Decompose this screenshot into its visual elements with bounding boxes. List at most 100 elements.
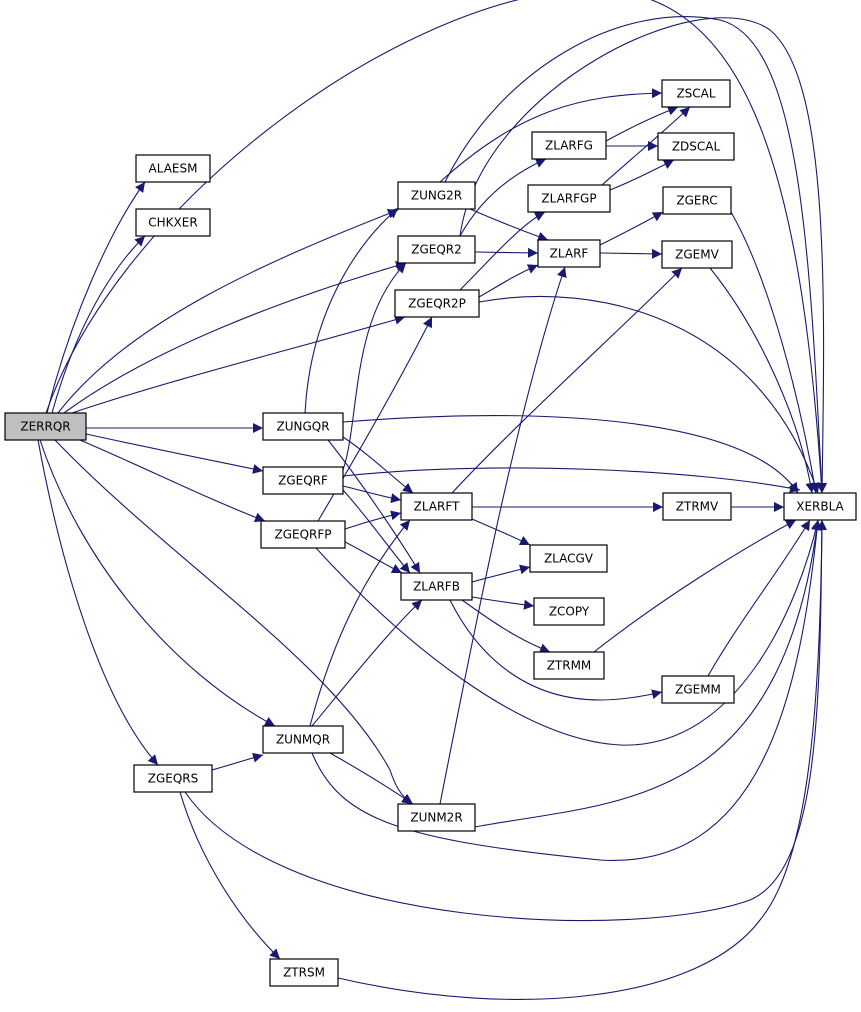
node-box <box>262 725 344 754</box>
node-zgeqr2[interactable]: ZGEQR2 <box>397 235 476 264</box>
node-box <box>135 208 211 237</box>
node-label: ZLARFG <box>545 139 593 153</box>
node-zgeqrs[interactable]: ZGEQRS <box>133 764 213 793</box>
node-label: ZLACGV <box>544 552 594 566</box>
node-box <box>662 186 732 215</box>
node-box <box>394 289 480 318</box>
node-label: XERBLA <box>796 500 844 514</box>
node-box <box>661 79 731 108</box>
node-label: ZCOPY <box>549 605 590 619</box>
node-ztrmv[interactable]: ZTRMV <box>662 492 732 521</box>
edge-zunmqr-to-zunm2r <box>329 752 414 805</box>
node-zdscal[interactable]: ZDSCAL <box>657 132 735 161</box>
edge-zerrqr-to-zgeqrfp <box>79 439 266 523</box>
node-zlacgv[interactable]: ZLACGV <box>529 544 608 573</box>
node-label: ZTRMM <box>547 659 592 673</box>
edge-zlarfg-to-zscal <box>605 106 679 142</box>
node-label: ZLARFT <box>414 500 460 514</box>
node-zlarf[interactable]: ZLARF <box>537 239 601 268</box>
node-box <box>269 958 339 987</box>
node-zgeqr2p[interactable]: ZGEQR2P <box>394 289 480 318</box>
edge-zung2r-to-zscal <box>439 88 663 183</box>
edge-zgeqr2p-to-xerbla <box>478 296 820 494</box>
edge-zlarfgp-to-zscal <box>601 106 691 186</box>
node-label: ZGEQR2 <box>411 243 462 257</box>
node-box <box>529 544 608 573</box>
edge-ztrsm-to-xerbla <box>337 519 827 1000</box>
node-box <box>397 181 476 210</box>
node-box <box>657 132 735 161</box>
edge-ztrmm-to-xerbla <box>593 519 797 653</box>
node-label: ZUNMQR <box>276 733 330 747</box>
node-box <box>533 651 605 680</box>
node-box <box>260 520 346 549</box>
node-chkxer[interactable]: CHKXER <box>135 208 211 237</box>
node-label: ZSCAL <box>676 87 715 101</box>
node-ztrsm[interactable]: ZTRSM <box>269 958 339 987</box>
node-zlarfb[interactable]: ZLARFB <box>400 572 473 601</box>
node-zerrqr[interactable]: ZERRQR <box>4 412 87 441</box>
node-label: ZLARFGP <box>541 192 596 206</box>
node-label: ZGEQRS <box>148 772 199 786</box>
node-zgemv[interactable]: ZGEMV <box>661 240 733 269</box>
node-zlarft[interactable]: ZLARFT <box>400 492 473 521</box>
edge-zgeqrfp-to-zlarfb <box>344 541 403 574</box>
edge-zgeqrfp-to-xerbla <box>315 519 821 746</box>
edge-zerrqr-to-alaesm <box>46 181 146 414</box>
node-box <box>531 131 607 160</box>
edge-zlarf-to-zgerc <box>599 211 664 246</box>
edge-zgeqrs-to-xerbla <box>184 519 827 921</box>
edge-zgeqr2-to-xerbla <box>459 17 828 494</box>
node-zlarfg[interactable]: ZLARFG <box>531 131 607 160</box>
node-zgemm[interactable]: ZGEMM <box>661 675 735 704</box>
node-label: ZERRQR <box>20 420 70 434</box>
edge-zgeqr2p-to-zlarfgp <box>459 211 546 291</box>
node-zlarfgp[interactable]: ZLARFGP <box>527 184 611 213</box>
edge-zungqr-to-xerbla <box>342 415 799 494</box>
edge-zerrqr-to-zung2r <box>57 208 399 414</box>
edge-zlarft-to-zlacgv <box>471 518 531 546</box>
node-box <box>397 235 476 264</box>
edge-zgeqr2p-to-zlarf <box>478 264 539 298</box>
node-label: ZGEQRF <box>278 474 328 488</box>
edge-zgeqrf-to-xerbla <box>342 467 801 493</box>
node-box <box>527 184 611 213</box>
edge-zgeqrfp-to-zlarft <box>344 510 402 530</box>
node-zgeqrfp[interactable]: ZGEQRFP <box>260 520 346 549</box>
edge-zgeqrs-to-zunmqr <box>211 752 264 771</box>
node-zunmqr[interactable]: ZUNMQR <box>262 725 344 754</box>
node-ztrmm[interactable]: ZTRMM <box>533 651 605 680</box>
edge-zerrqr-to-zgeqrf <box>85 433 264 474</box>
node-xerbla[interactable]: XERBLA <box>783 492 857 521</box>
node-label: ZUNGQR <box>276 420 329 434</box>
edge-zlarfb-to-zlacgv <box>471 564 531 583</box>
node-box <box>400 492 473 521</box>
node-zung2r[interactable]: ZUNG2R <box>397 181 476 210</box>
node-label: ZGEQR2P <box>408 297 466 311</box>
node-zungqr[interactable]: ZUNGQR <box>262 412 344 441</box>
node-box <box>262 466 344 495</box>
node-label: ZLARFB <box>413 580 460 594</box>
node-label: ZGEMM <box>675 683 721 697</box>
node-zscal[interactable]: ZSCAL <box>661 79 731 108</box>
edge-zlarfb-to-zgemm <box>449 599 663 701</box>
edge-zgeqrf-to-zlarfb <box>342 489 411 574</box>
node-zgeqrf[interactable]: ZGEQRF <box>262 466 344 495</box>
node-zcopy[interactable]: ZCOPY <box>533 597 605 626</box>
edge-zgeqr2-to-zlarf <box>474 247 539 258</box>
node-alaesm[interactable]: ALAESM <box>135 154 211 183</box>
node-zgerc[interactable]: ZGERC <box>662 186 732 215</box>
node-label: CHKXER <box>148 216 197 230</box>
node-label: ZDSCAL <box>672 140 721 154</box>
edge-zunmqr-to-xerbla <box>311 519 822 861</box>
node-box <box>662 492 732 521</box>
edge-zgeqr2-to-zlarfg <box>459 158 547 237</box>
node-box <box>397 803 476 832</box>
node-zunm2r[interactable]: ZUNM2R <box>397 803 476 832</box>
edge-zerrqr-to-zunmqr <box>39 439 276 727</box>
edge-zunm2r-to-zlarf <box>439 266 567 805</box>
edge-zlarfgp-to-zdscal <box>609 159 675 191</box>
edge-zgerc-to-xerbla <box>730 211 820 494</box>
edge-zungqr-to-zlarft <box>342 436 414 494</box>
node-label: ALAESM <box>149 162 198 176</box>
